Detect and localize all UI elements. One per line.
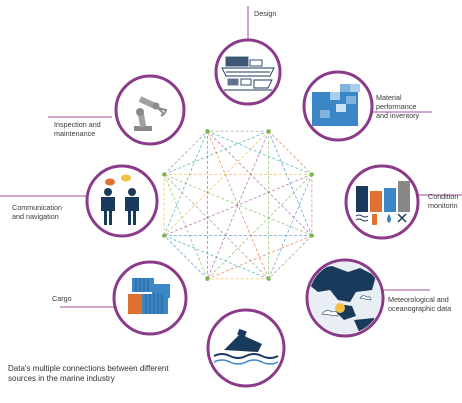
connection-line (268, 130, 313, 236)
connection-line (163, 130, 208, 175)
connection-line (163, 174, 208, 280)
connection-line (207, 130, 313, 175)
connection-line (207, 174, 313, 280)
node-meteo (305, 258, 385, 338)
label-inspection: Inspection and maintenance (54, 120, 103, 138)
label-material: Material performance and inventory (376, 93, 420, 120)
node-condition (344, 164, 420, 240)
connection-line (163, 130, 269, 236)
connection-line (268, 235, 313, 280)
shipping-containers-icon (128, 278, 170, 314)
node-design (214, 38, 282, 106)
diagram-caption: Data's multiple connections between diff… (8, 364, 228, 384)
connection-line (163, 130, 208, 236)
ship-blueprint-icon (221, 56, 275, 91)
world-map-weather-icon (309, 262, 381, 334)
material-blocks-icon (312, 84, 360, 126)
connection-line (268, 174, 313, 280)
caption-line-2: sources in the marine industry (8, 374, 115, 383)
node-material (302, 70, 374, 142)
connection-line (163, 235, 269, 280)
node-safety (206, 308, 286, 388)
label-communication: Communication and navigation (12, 203, 64, 221)
robot-arm-icon (134, 96, 168, 131)
connection-line (163, 174, 269, 280)
connection-line (268, 130, 313, 175)
bar-chart-sensors-icon (355, 181, 410, 225)
connection-node (162, 233, 167, 238)
connection-node (266, 276, 271, 281)
connection-line (207, 130, 313, 236)
label-cargo: Cargo (52, 294, 72, 303)
connection-network (162, 129, 314, 281)
node-cargo (112, 260, 188, 336)
connection-line (207, 130, 269, 280)
connection-line (163, 235, 208, 280)
label-condition: Condition monitorin (428, 192, 460, 210)
connection-node (309, 233, 314, 238)
connection-node (162, 172, 167, 177)
connection-node (205, 129, 210, 134)
node-inspection (114, 74, 186, 146)
caption-line-1: Data's multiple connections between diff… (8, 364, 169, 373)
connection-node (309, 172, 314, 177)
connection-line (207, 235, 313, 280)
connection-node (205, 276, 210, 281)
label-design: Design (254, 9, 276, 18)
connection-node (266, 129, 271, 134)
two-people-chat-icon (101, 174, 139, 225)
sinking-ship-icon (213, 328, 279, 365)
node-communication (85, 164, 159, 238)
label-meteo: Meteorological and oceanographic data (388, 295, 451, 313)
